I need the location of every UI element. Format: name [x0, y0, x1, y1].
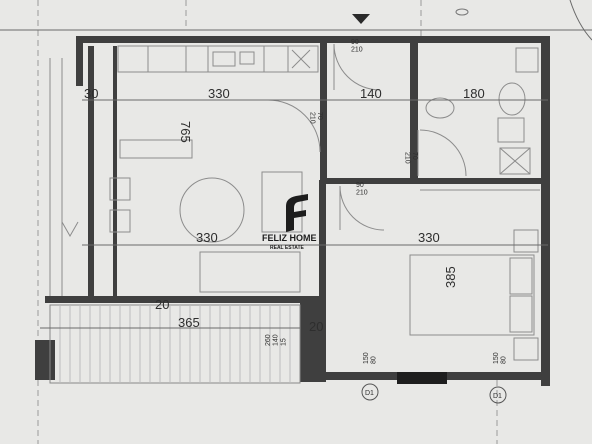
wall-right: [541, 36, 550, 386]
dim-330-mid: 330: [196, 230, 218, 245]
section-mark-right: D1: [489, 386, 507, 404]
kitchen-door: [267, 99, 321, 153]
brand-logo: FELIZ HOME REAL ESTATE: [262, 194, 317, 251]
dim-765: 765: [178, 121, 193, 143]
wall-left-upper: [76, 36, 83, 86]
bedroom-furniture: [339, 185, 540, 361]
balcony: [49, 304, 301, 384]
window-label-b: 15080: [493, 352, 508, 364]
dim-385: 385: [443, 266, 458, 288]
wall-mid-upper: [320, 42, 327, 182]
dim-20-b: 20: [309, 319, 323, 334]
mark-icon: [455, 8, 469, 16]
dim-20-a: 20: [155, 297, 169, 312]
door-label-kitchen: 70210: [308, 112, 323, 124]
section-mark-left: D1: [361, 383, 379, 401]
balcony-small-label: 26014015: [265, 334, 287, 346]
bathroom-fixtures: [417, 47, 539, 177]
brand-name: FELIZ HOME: [262, 233, 317, 243]
svg-text:D1: D1: [493, 393, 502, 400]
entrance-door: [333, 43, 381, 91]
door-label-bath: 70210: [403, 152, 418, 164]
window-black: [397, 372, 447, 384]
dim-330-right: 330: [418, 230, 440, 245]
dim-330-top: 330: [208, 86, 230, 101]
svg-text:D1: D1: [365, 390, 374, 397]
brand-subtitle: REAL ESTATE: [270, 245, 305, 251]
dim-140: 140: [360, 86, 382, 101]
living-furniture: [49, 58, 303, 296]
wall-balcony-right: [300, 296, 322, 382]
dim-30: 30: [84, 86, 98, 101]
wall-top: [76, 36, 550, 43]
wall-column: [35, 340, 55, 380]
kitchen-counter: [117, 45, 319, 73]
wall-mid-lower: [319, 180, 326, 382]
window-label-a: 15080: [363, 352, 378, 364]
wall-bath: [410, 42, 418, 182]
section-arrow-icon: [352, 14, 370, 24]
dim-180: 180: [463, 86, 485, 101]
wall-left: [88, 46, 94, 301]
wall-left-inner: [113, 46, 117, 296]
dim-365: 365: [178, 315, 200, 330]
sheet-corner-mark: [569, 0, 592, 41]
wall-balcony-top: [45, 296, 322, 303]
wall-bedroom-top: [325, 178, 550, 184]
